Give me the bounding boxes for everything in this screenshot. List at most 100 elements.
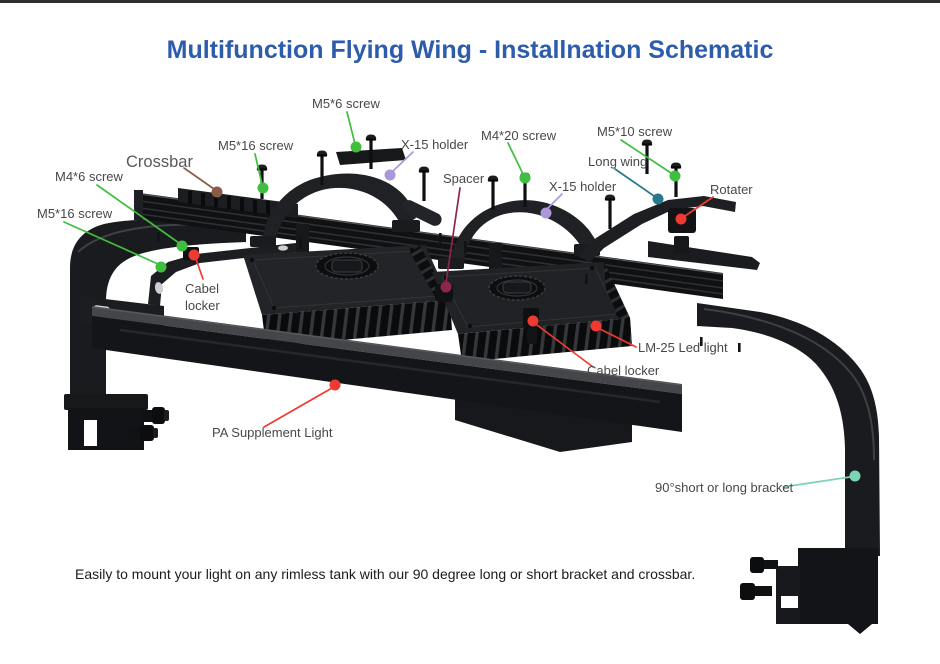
x15-right-foot-a <box>438 258 464 269</box>
led-left-screw-d <box>271 305 277 311</box>
crossbar-end-cap <box>134 190 143 220</box>
left-clamp-knob1-stem <box>142 410 154 422</box>
crossbar-fin1 <box>139 200 724 282</box>
label-dot <box>527 315 539 327</box>
supplement-gloss-line <box>119 328 661 404</box>
label-text: M4*6 screw <box>55 169 124 184</box>
left-clamp-jaw-gap <box>84 420 97 446</box>
left-bracket-arm <box>70 219 246 398</box>
label-text: Cabel locker <box>587 363 660 378</box>
left-clamp-knob2-cap <box>153 428 158 438</box>
label-text: locker <box>185 298 220 313</box>
screw-tick <box>585 274 588 284</box>
screw-icon <box>487 175 499 210</box>
label-dot <box>176 240 188 252</box>
top-border-strip <box>0 0 940 3</box>
supplement-top-bevel <box>92 306 682 394</box>
label-dot <box>188 249 200 261</box>
screw-tick <box>700 337 703 346</box>
page-title: Multifunction Flying Wing - Installnatio… <box>166 36 774 64</box>
right-clamp-knob1-stem <box>762 560 778 569</box>
leader-line <box>445 187 461 284</box>
leader-line <box>614 168 655 197</box>
supplement-top-line <box>91 306 683 386</box>
left-clamp-plate <box>64 394 148 410</box>
label-text: X-15 holder <box>549 179 617 194</box>
label-m4x6-screw: M4*6 screw <box>55 169 188 252</box>
label-dot <box>155 261 167 273</box>
led-right-screw-c <box>615 311 621 317</box>
leader-line <box>346 111 356 145</box>
right-clamp-jaw <box>776 566 800 624</box>
label-90-bracket: 90°short or long bracket <box>655 470 861 495</box>
label-text: M5*10 screw <box>597 124 673 139</box>
led-left-fan-ring <box>324 256 370 276</box>
left-clamp-knob1-head <box>152 407 165 424</box>
led-mount-left <box>296 224 309 260</box>
label-cabel-locker-left: Cabel locker <box>185 249 220 313</box>
label-cabel-locker-right: Cabel locker <box>527 315 660 378</box>
label-dot <box>540 207 552 219</box>
crossbar-fin2 <box>139 207 724 289</box>
left-clamp-knob2-stem <box>128 428 142 439</box>
hanger-hole-2 <box>278 245 288 251</box>
screw-icon <box>418 166 430 201</box>
label-dot <box>675 213 687 225</box>
label-dot <box>257 182 269 194</box>
label-dot <box>590 320 602 332</box>
screw-tick <box>738 343 741 352</box>
label-text: Crossbar <box>126 153 193 171</box>
right-bracket-highlight <box>703 308 875 461</box>
x15-left-foot-a <box>250 236 276 247</box>
label-dot <box>669 170 681 182</box>
label-text: Spacer <box>443 171 485 186</box>
led-left-screw-a <box>249 257 255 263</box>
label-text: Cabel <box>185 281 219 296</box>
label-x15-holder-right: X-15 holder <box>540 179 617 219</box>
x15-left-foot-b <box>392 220 420 232</box>
led-right-screw-d <box>467 323 473 329</box>
label-text: 90°short or long bracket <box>655 480 794 495</box>
rotater-foot <box>674 236 689 254</box>
leader-line <box>684 196 714 217</box>
left-clamp-knob1-cap <box>164 410 169 421</box>
x15-right-band <box>450 200 597 268</box>
label-pa-supplement-light: PA Supplement Light <box>212 379 341 440</box>
leader-line <box>536 324 594 368</box>
pa-supplement-light-part <box>80 296 683 432</box>
caption-text: Easily to mount your light on any rimles… <box>75 566 696 582</box>
right-clamp-knob2-head <box>740 583 755 600</box>
leader-line <box>63 221 159 265</box>
left-clamp-knob2-head <box>140 425 154 441</box>
leader-line <box>391 151 414 173</box>
label-rotater: Rotater <box>675 182 753 225</box>
screw-tick <box>439 233 442 247</box>
right-clamp-knob2-stem <box>752 586 772 596</box>
label-dot <box>652 193 664 205</box>
label-m5x16-screw-top: M5*16 screw <box>218 138 294 194</box>
leader-line <box>96 184 180 244</box>
right-clamp-body <box>798 548 878 624</box>
leader-line <box>263 387 333 428</box>
label-text: PA Supplement Light <box>212 425 333 440</box>
leader-line <box>599 328 637 348</box>
label-long-wing: Long wing <box>588 154 664 205</box>
label-text: M5*6 screw <box>312 96 381 111</box>
label-text: M4*20 screw <box>481 128 557 143</box>
crossbar-fin3 <box>139 213 724 295</box>
leader-line <box>183 167 215 190</box>
label-dot <box>329 379 341 391</box>
label-spacer: Spacer <box>440 171 485 293</box>
leader-line <box>546 193 563 210</box>
cabel-locker-right-foot <box>527 328 537 344</box>
label-text: M5*16 screw <box>218 138 294 153</box>
leader-line <box>507 142 524 175</box>
screw-icon <box>604 194 616 229</box>
label-m4x20-screw: M4*20 screw <box>481 128 557 184</box>
label-text: M5*16 screw <box>37 206 113 221</box>
led-left-screw-b <box>409 247 415 253</box>
right-clamp-knob1-head <box>750 557 764 573</box>
led-light-right <box>432 262 632 362</box>
label-m5x6-screw: M5*6 screw <box>312 96 381 153</box>
